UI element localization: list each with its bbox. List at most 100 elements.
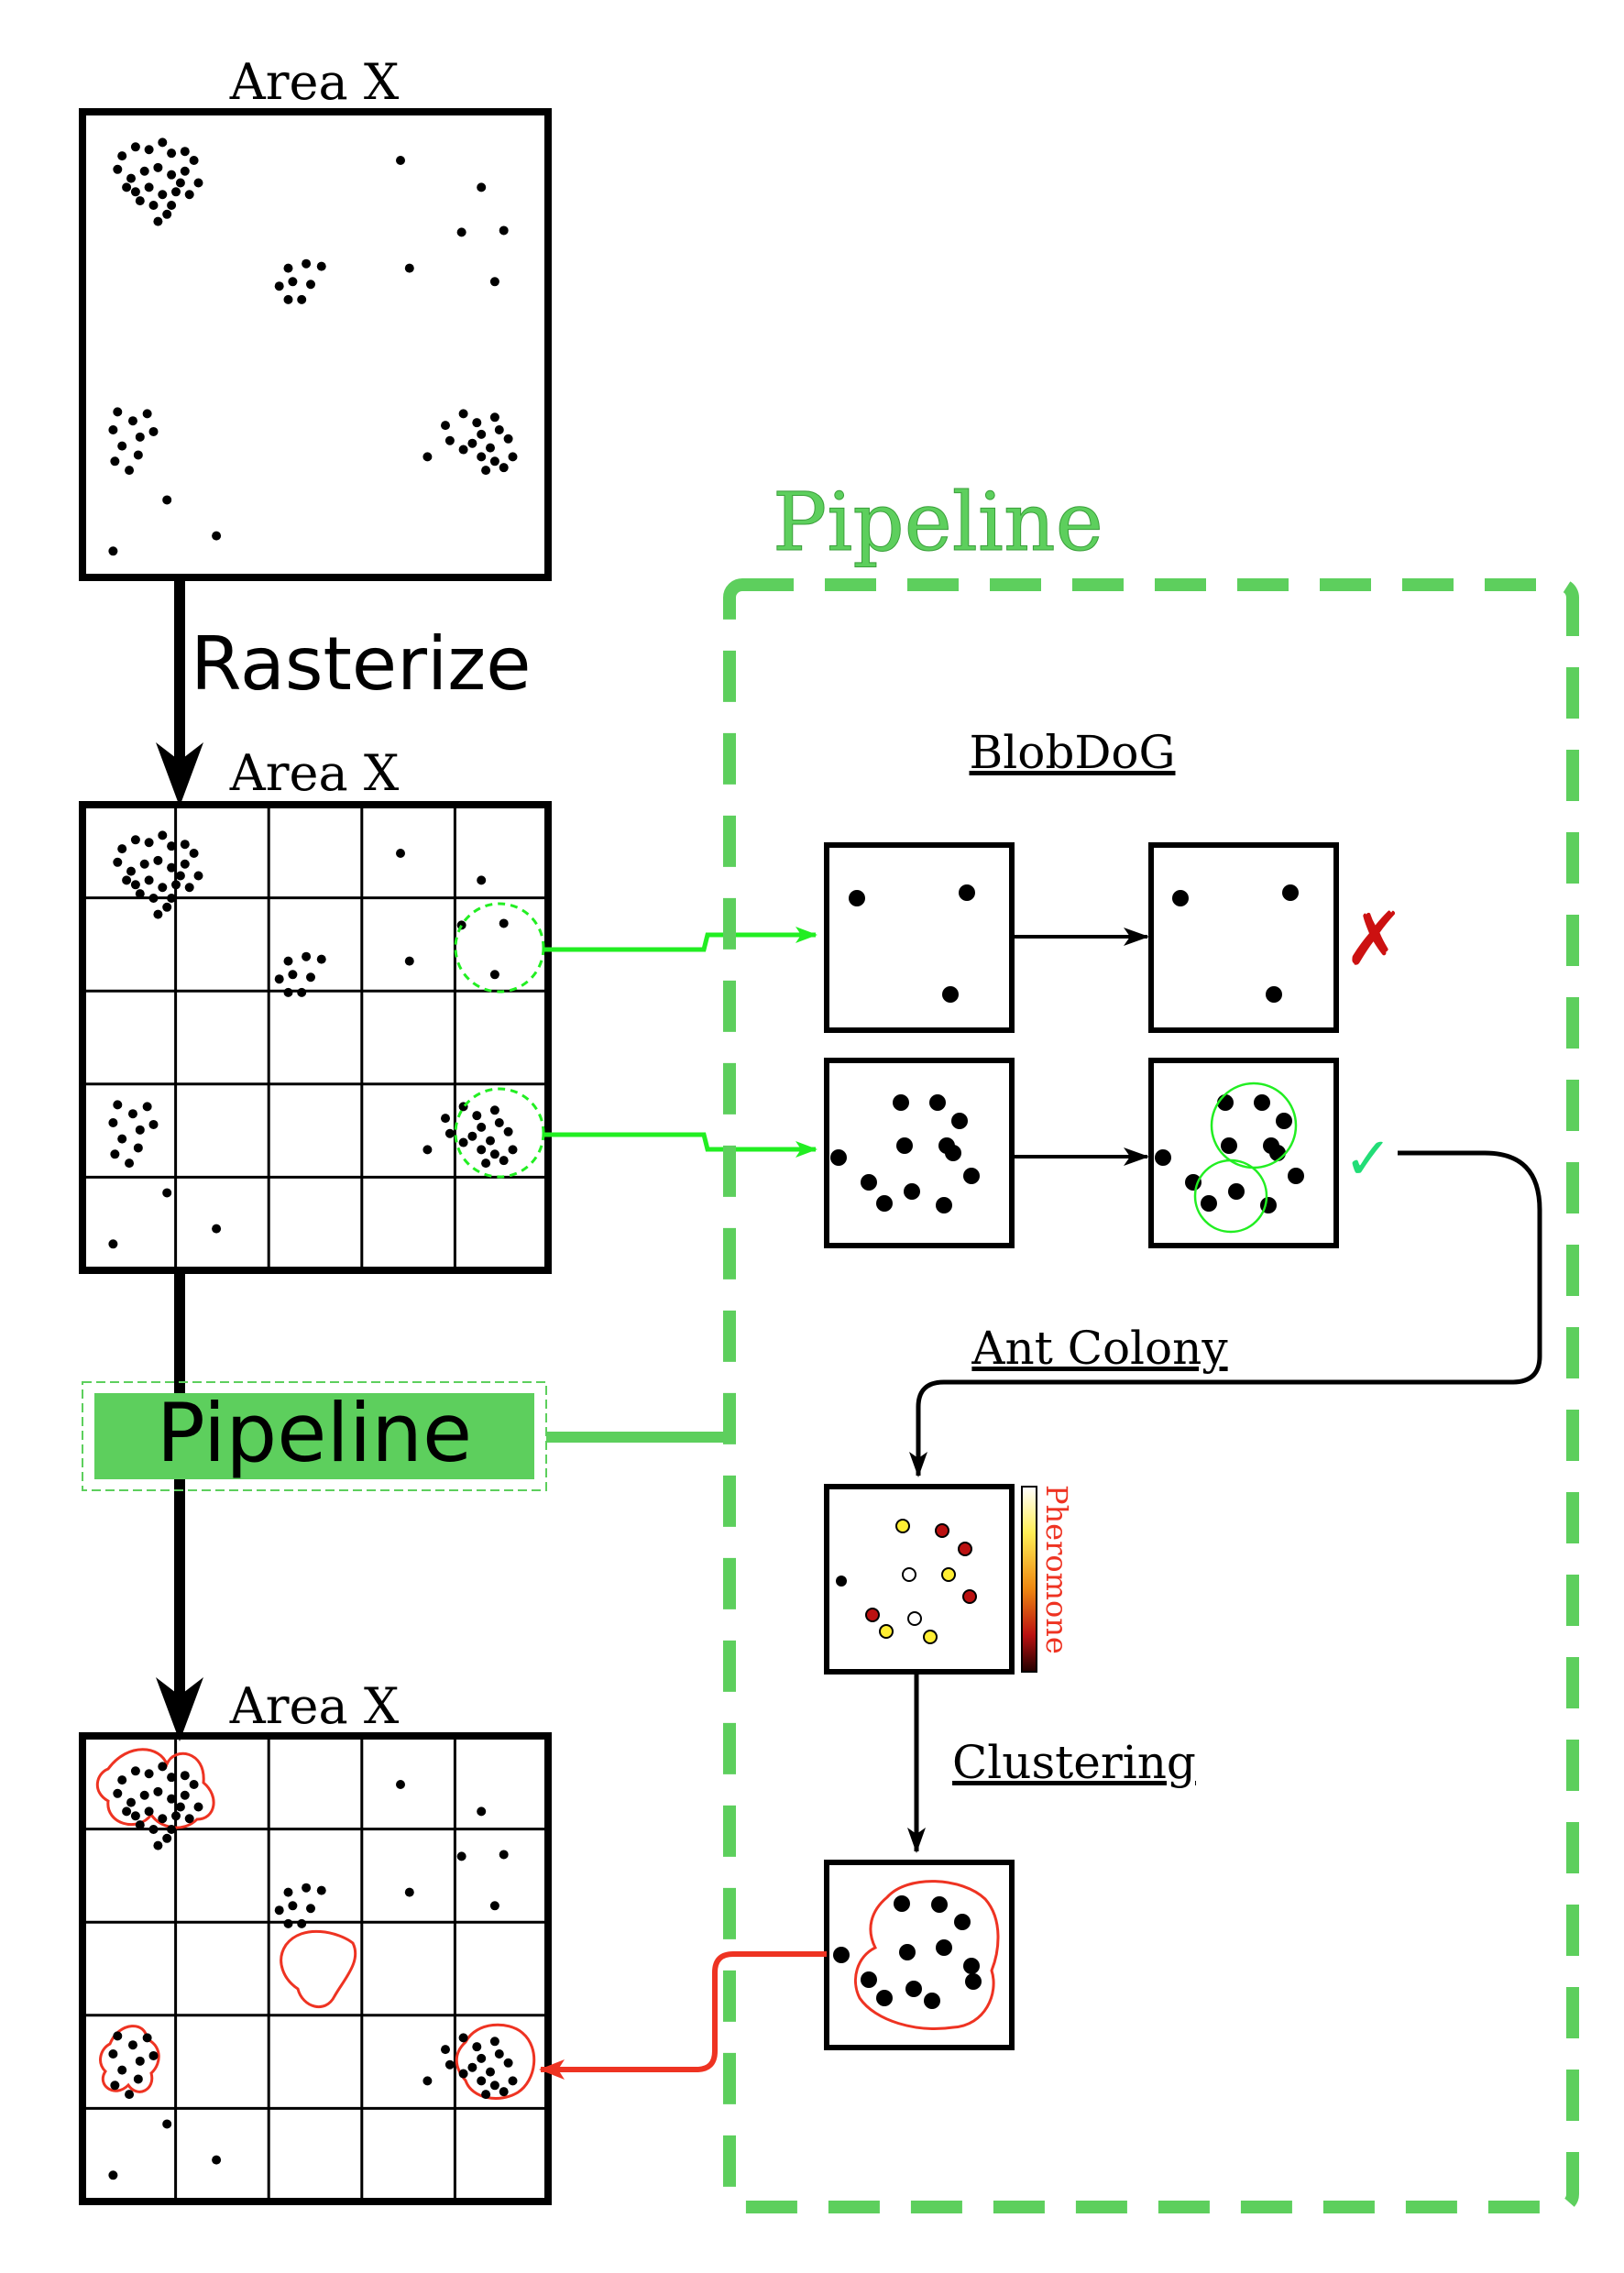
data-point: [158, 1814, 168, 1824]
rasterize-arrow: [156, 577, 203, 807]
data-point: [162, 2119, 172, 2129]
data-point: [144, 182, 154, 192]
data-point: [283, 294, 293, 304]
data-point: [130, 1811, 140, 1821]
data-point: [125, 2090, 135, 2100]
data-point: [396, 156, 405, 165]
data-point: [162, 1833, 172, 1843]
data-point: [456, 227, 466, 237]
pheromone-point: [935, 1523, 949, 1538]
data-point: [477, 1806, 487, 1817]
data-point: [503, 434, 513, 444]
data-point: [142, 409, 152, 419]
data-point: [135, 2056, 145, 2066]
data-point: [404, 263, 414, 273]
connector-cell-1: [543, 927, 817, 952]
data-point: [189, 156, 199, 165]
blob-point: [1282, 884, 1299, 901]
data-point: [167, 862, 177, 873]
data-point: [302, 258, 312, 269]
cluster-outline-a: [95, 1748, 215, 1829]
data-point: [110, 456, 120, 467]
cluster-point: [954, 1914, 971, 1930]
data-point: [135, 889, 145, 899]
blob-point: [936, 1197, 952, 1213]
cluster-point: [965, 1973, 982, 1990]
data-point: [127, 1109, 137, 1119]
blob-point: [1276, 1113, 1292, 1129]
data-point: [489, 2037, 499, 2047]
data-point: [467, 438, 477, 448]
data-point: [148, 894, 159, 903]
data-point: [108, 2170, 118, 2180]
cluster-point: [963, 1958, 980, 1974]
pipeline-region: [723, 578, 1579, 2213]
data-point: [283, 1918, 293, 1928]
pheromone-label: Pheromone: [1039, 1485, 1074, 1654]
data-point: [477, 2076, 487, 2086]
blob-point: [876, 1195, 893, 1212]
blob-point: [1266, 986, 1282, 1003]
pheromone-point: [907, 1611, 922, 1626]
data-point: [306, 1904, 315, 1914]
pheromone-point: [902, 1567, 916, 1582]
blob-point: [1221, 1137, 1237, 1154]
data-point: [508, 2076, 518, 2086]
clustering-panel: [824, 1860, 1015, 2050]
data-point: [117, 1775, 127, 1785]
data-point: [171, 880, 181, 890]
data-point: [139, 166, 149, 176]
cluster-outline-b: [280, 1929, 357, 2008]
data-point: [494, 2049, 504, 2059]
data-point: [175, 178, 185, 188]
data-point: [477, 1145, 487, 1155]
cross-mark-icon: ✗: [1344, 896, 1405, 982]
blob-point: [861, 1174, 877, 1191]
data-point: [117, 151, 127, 161]
data-point: [489, 456, 499, 467]
data-point: [508, 452, 518, 462]
cluster-point: [931, 1896, 948, 1913]
data-point: [175, 1802, 185, 1812]
data-point: [144, 145, 154, 155]
selected-cell-circle-2: [454, 1087, 545, 1179]
data-point: [167, 201, 177, 210]
data-point: [489, 1105, 499, 1115]
data-point: [117, 844, 127, 854]
data-point: [212, 1224, 222, 1234]
blob-point: [849, 890, 865, 906]
data-point: [117, 2065, 127, 2075]
data-point: [297, 987, 307, 997]
data-point: [503, 1126, 513, 1136]
data-point: [481, 2090, 491, 2100]
data-point: [133, 1143, 143, 1153]
data-point: [180, 1790, 190, 1800]
data-point: [167, 841, 177, 851]
blob-panel-points: [830, 884, 1304, 1213]
blob-point: [942, 986, 959, 1003]
data-point: [422, 1145, 433, 1155]
data-point: [158, 190, 168, 200]
blob-point: [929, 1094, 946, 1111]
data-point: [306, 280, 315, 290]
data-point: [499, 463, 509, 473]
data-point: [167, 1773, 177, 1783]
data-point: [162, 1188, 172, 1198]
data-point: [283, 263, 293, 273]
connector-to-ant-colony: [909, 1150, 1542, 1477]
data-point: [167, 148, 177, 159]
data-point: [153, 909, 163, 919]
data-point: [467, 1131, 477, 1141]
data-point: [274, 281, 284, 291]
cluster-point: [833, 1947, 850, 1963]
data-point: [193, 871, 203, 881]
data-point: [130, 142, 140, 152]
area-x-mid-label: Area X: [229, 744, 400, 802]
pheromone-point: [895, 1519, 910, 1533]
data-point: [477, 1122, 487, 1132]
data-point: [127, 416, 137, 426]
data-point: [481, 466, 491, 476]
pipeline-box-label: Pipeline: [157, 1386, 472, 1480]
data-point: [171, 187, 181, 197]
data-point: [144, 1806, 154, 1817]
